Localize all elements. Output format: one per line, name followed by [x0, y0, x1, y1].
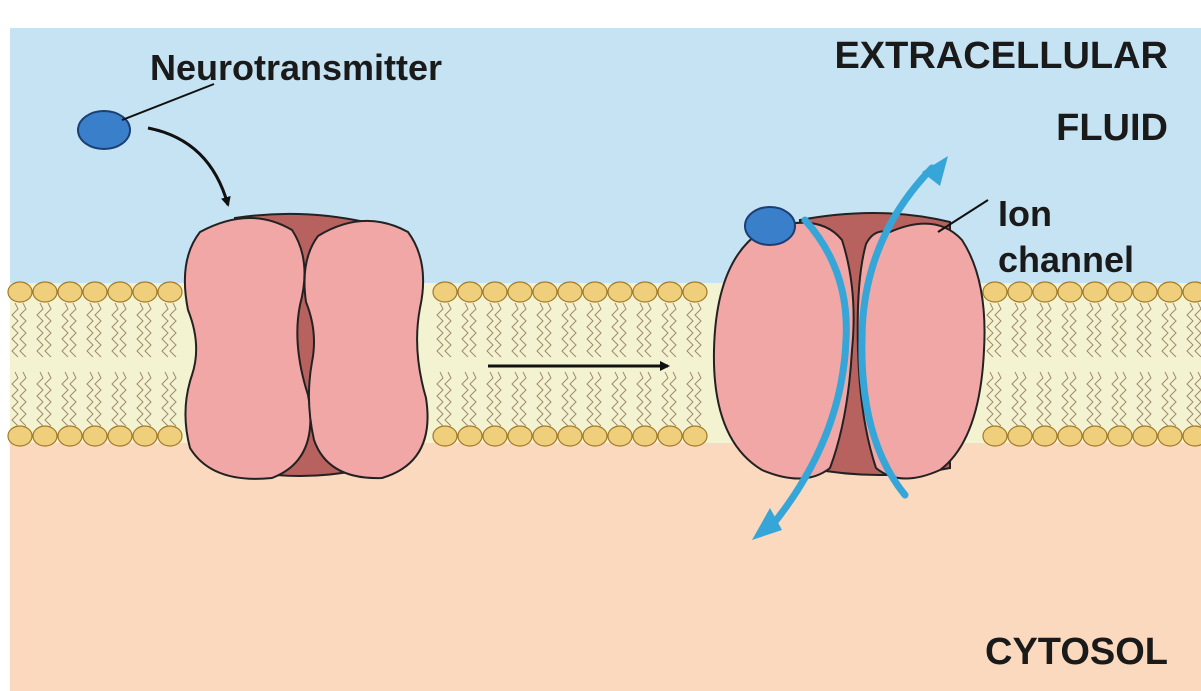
lipid-head: [508, 426, 532, 446]
lipid-head: [33, 426, 57, 446]
lipid-head: [683, 426, 707, 446]
lipid-head: [433, 282, 457, 302]
lipid-head: [508, 282, 532, 302]
bound-neurotransmitter-icon: [745, 207, 795, 245]
lipid-head: [133, 426, 157, 446]
lipid-head: [533, 426, 557, 446]
lipid-head: [608, 282, 632, 302]
ion-channel-label-line1: Ion: [998, 193, 1052, 234]
lipid-head: [1033, 282, 1057, 302]
lipid-head: [58, 426, 82, 446]
lipid-head: [1158, 426, 1182, 446]
lipid-head: [1183, 282, 1201, 302]
lipid-head: [583, 426, 607, 446]
extracellular-label-line1: EXTRACELLULAR: [834, 35, 1168, 77]
lipid-head: [558, 426, 582, 446]
lipid-head: [158, 282, 182, 302]
lipid-head: [1033, 426, 1057, 446]
lipid-head: [583, 282, 607, 302]
lipid-head: [1083, 426, 1107, 446]
lipid-head: [483, 282, 507, 302]
lipid-head: [533, 282, 557, 302]
lipid-head: [108, 426, 132, 446]
lipid-head: [683, 282, 707, 302]
lipid-head: [1058, 426, 1082, 446]
extracellular-label-line2: FLUID: [1056, 107, 1168, 149]
lipid-head: [1058, 282, 1082, 302]
lipid-head: [458, 282, 482, 302]
lipid-head: [433, 426, 457, 446]
lipid-head: [83, 426, 107, 446]
lipid-head: [633, 282, 657, 302]
lipid-head: [1183, 426, 1201, 446]
lipid-head: [1133, 426, 1157, 446]
lipid-head: [983, 282, 1007, 302]
lipid-head: [1008, 426, 1032, 446]
lipid-head: [1133, 282, 1157, 302]
neurotransmitter-molecule-icon: [78, 111, 130, 149]
lipid-head: [658, 426, 682, 446]
lipid-head: [83, 282, 107, 302]
closed-ion-channel-icon: [185, 214, 428, 479]
neurotransmitter-label: Neurotransmitter: [150, 47, 442, 88]
lipid-head: [8, 282, 32, 302]
lipid-head: [133, 282, 157, 302]
lipid-head: [1158, 282, 1182, 302]
lipid-head: [8, 426, 32, 446]
lipid-head: [1008, 282, 1032, 302]
ion-channel-label-line2: channel: [998, 239, 1134, 280]
lipid-head: [633, 426, 657, 446]
lipid-head: [108, 282, 132, 302]
lipid-head: [1083, 282, 1107, 302]
open-ion-channel-icon: [714, 213, 985, 479]
lipid-head: [983, 426, 1007, 446]
lipid-head: [558, 282, 582, 302]
lipid-head: [158, 426, 182, 446]
lipid-head: [1108, 426, 1132, 446]
lipid-head: [58, 282, 82, 302]
top-white-strip: [0, 0, 1201, 28]
lipid-head: [33, 282, 57, 302]
lipid-head: [658, 282, 682, 302]
cytosol-label: CYTOSOL: [985, 631, 1168, 673]
lipid-head: [458, 426, 482, 446]
lipid-head: [483, 426, 507, 446]
lipid-head: [1108, 282, 1132, 302]
lipid-head: [608, 426, 632, 446]
